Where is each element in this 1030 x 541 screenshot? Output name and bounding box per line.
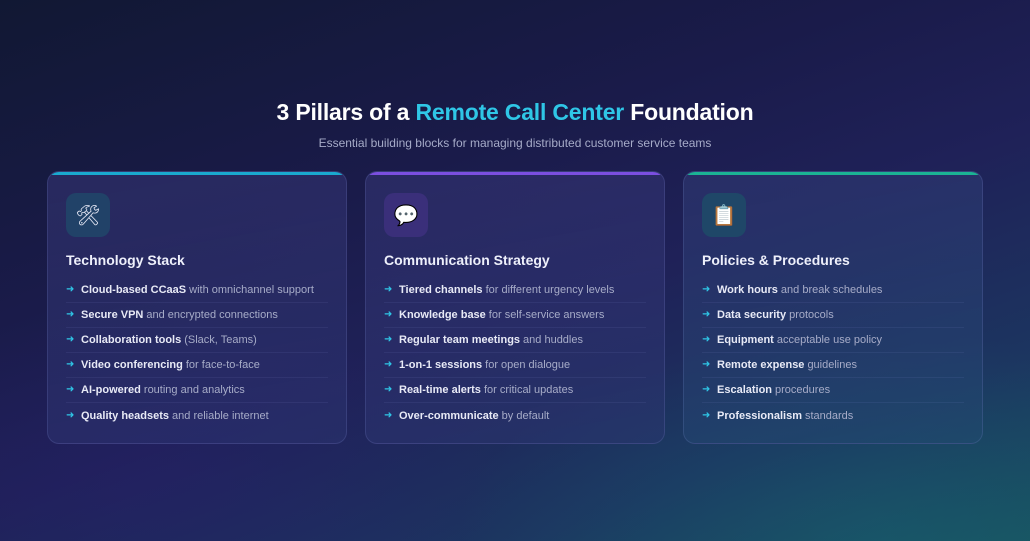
arrow-right-icon: ➜ xyxy=(384,409,393,421)
item-highlight: Work hours xyxy=(717,284,778,296)
arrow-right-icon: ➜ xyxy=(66,359,75,370)
card-icon-box: 🛠 xyxy=(66,193,110,237)
item-text: for face-to-face xyxy=(185,359,260,371)
pillar-card-communication: 💬 Communication Strategy ➜ Tiered channel… xyxy=(365,171,665,444)
item-highlight: Remote expense xyxy=(717,359,805,371)
page-title: 3 Pillars of a Remote Call Center Founda… xyxy=(0,97,1030,127)
title-prefix: 3 Pillars of a xyxy=(276,99,410,125)
item-text: (Slack, Teams) xyxy=(184,334,257,346)
item-highlight: Quality headsets xyxy=(81,409,170,422)
item-text: acceptable use policy xyxy=(776,334,883,346)
card-title: Policies & Procedures xyxy=(702,252,850,268)
arrow-right-icon: ➜ xyxy=(66,409,75,421)
item-text: for different urgency levels xyxy=(485,284,615,296)
arrow-right-icon: ➜ xyxy=(702,309,711,320)
item-highlight: Video conferencing xyxy=(81,359,183,371)
item-highlight: Cloud-based CCaaS xyxy=(81,284,187,296)
arrow-right-icon: ➜ xyxy=(702,384,711,395)
item-text: for open dialogue xyxy=(485,359,571,371)
arrow-right-icon: ➜ xyxy=(384,359,393,370)
item-text: with omnichannel support xyxy=(189,284,314,296)
item-text: guidelines xyxy=(807,359,857,371)
item-highlight: Secure VPN xyxy=(81,309,144,321)
item-text: routing and analytics xyxy=(143,384,245,396)
arrow-right-icon: ➜ xyxy=(384,334,393,345)
arrow-right-icon: ➜ xyxy=(66,334,75,345)
item-text: and break schedules xyxy=(780,284,883,296)
arrow-right-icon: ➜ xyxy=(702,359,711,370)
arrow-right-icon: ➜ xyxy=(66,384,75,395)
item-text: procedures xyxy=(775,384,831,396)
item-highlight: Real-time alerts xyxy=(399,384,481,396)
page-header: 3 Pillars of a Remote Call Center Founda… xyxy=(0,97,1030,151)
title-suffix: Foundation xyxy=(630,99,754,125)
card-title: Technology Stack xyxy=(66,252,185,268)
arrow-right-icon: ➜ xyxy=(702,409,711,421)
item-text: for critical updates xyxy=(483,384,574,396)
item-highlight: Escalation xyxy=(717,384,773,396)
item-text: by default xyxy=(501,409,550,422)
page-subtitle: Essential building blocks for managing d… xyxy=(318,136,712,150)
item-highlight: 1-on-1 sessions xyxy=(399,359,483,371)
item-highlight: AI-powered xyxy=(81,384,141,396)
hammer-and-wrench-icon: 🛠 xyxy=(75,204,101,227)
item-text: standards xyxy=(804,409,854,422)
arrow-right-icon: ➜ xyxy=(384,284,393,295)
arrow-right-icon: ➜ xyxy=(384,384,393,395)
item-text: and reliable internet xyxy=(172,409,269,422)
card-icon-box: 📋 xyxy=(702,193,746,237)
title-accent: Remote Call Center xyxy=(415,99,625,125)
item-highlight: Regular team meetings xyxy=(399,334,521,346)
item-text: for self-service answers xyxy=(488,309,605,321)
arrow-right-icon: ➜ xyxy=(66,309,75,320)
item-highlight: Over-communicate xyxy=(399,409,499,422)
arrow-right-icon: ➜ xyxy=(702,334,711,345)
arrow-right-icon: ➜ xyxy=(66,284,75,295)
list-item: ➜ Collaboration tools(Slack, Teams) xyxy=(66,328,328,353)
item-text: and encrypted connections xyxy=(146,309,278,321)
item-highlight: Professionalism xyxy=(717,409,802,422)
item-highlight: Knowledge base xyxy=(399,309,486,321)
card-accent-bar xyxy=(366,172,664,175)
item-highlight: Tiered channels xyxy=(399,284,483,296)
arrow-right-icon: ➜ xyxy=(384,309,393,320)
speech-bubble-icon: 💬 xyxy=(393,204,419,227)
card-icon-box: 💬 xyxy=(384,193,428,237)
item-highlight: Collaboration tools xyxy=(81,334,182,346)
card-accent-bar xyxy=(48,172,346,175)
clipboard-icon: 📋 xyxy=(711,204,737,227)
card-accent-bar xyxy=(684,172,982,175)
item-text: and huddles xyxy=(523,334,583,346)
item-highlight: Data security xyxy=(717,309,787,321)
card-title: Communication Strategy xyxy=(384,252,550,268)
arrow-right-icon: ➜ xyxy=(702,284,711,295)
item-text: protocols xyxy=(789,309,834,321)
item-highlight: Equipment xyxy=(717,334,774,346)
